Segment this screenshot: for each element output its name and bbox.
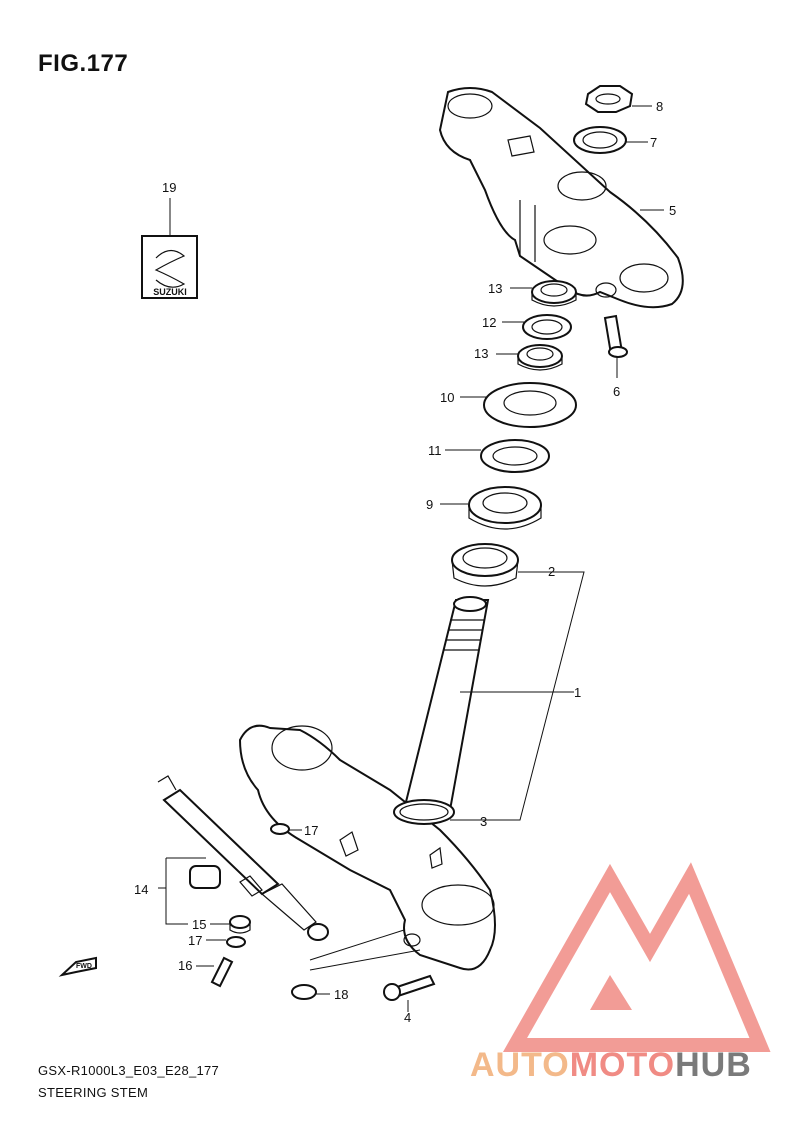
part-label-19: 19 [162,180,176,195]
part-label-13-upper: 13 [488,281,502,296]
pinch-bolt [603,314,628,358]
forward-arrow: FWD [58,956,97,977]
upper-bracket [438,87,684,309]
bracket-washer-17 [270,823,290,835]
lower-bracket [238,724,496,971]
part-label-18: 18 [334,987,348,1002]
emblem-text: SUZUKI [153,287,187,297]
dust-seal [483,382,577,428]
part-label-1: 1 [574,685,581,700]
part-label-14: 14 [134,882,148,897]
part-label-12: 12 [482,315,496,330]
part-label-8: 8 [656,99,663,114]
bearing [451,543,519,587]
part-label-9: 9 [426,497,433,512]
part-label-3: 3 [480,814,487,829]
part-label-11: 11 [428,443,442,458]
part-label-5: 5 [669,203,676,218]
part-label-15: 15 [192,917,206,932]
part-label-6: 6 [613,384,620,399]
damper-washer [226,936,246,948]
lock-washer [522,314,572,340]
forward-arrow-text: FWD [76,963,92,970]
part-label-17-lower: 17 [188,933,202,948]
part-label-7: 7 [650,135,657,150]
part-label-4: 4 [404,1010,411,1025]
lock-nut-lower [517,344,563,371]
nut-18 [291,984,317,1000]
watermark-text-moto: MOTO [569,1046,676,1084]
part-label-16: 16 [178,958,192,973]
part-labels: 1 2 3 4 5 6 7 8 9 10 11 12 13 13 14 15 1… [134,99,676,1025]
watermark-text-hub: HUB [675,1046,752,1084]
part-label-13-lower: 13 [474,346,488,361]
lock-nut-upper [531,280,577,307]
watermark-logo [502,862,771,1052]
part-label-2: 2 [548,564,555,579]
part-label-10: 10 [440,390,454,405]
damper-bolt [210,956,234,988]
suzuki-emblem: SUZUKI [141,235,198,299]
leader-lines [158,105,664,1012]
steering-stem [393,596,490,825]
watermark-text-auto: AUTO [470,1046,570,1084]
steering-damper [157,775,329,941]
seal-washer [480,439,550,473]
stem-washer [573,126,627,154]
damper-collar [229,915,251,934]
watermark-text: AUTOMOTOHUB [470,1046,752,1085]
diagram-caption: STEERING STEM [38,1085,149,1100]
stem-nut [584,85,634,113]
bracket-bolt-4 [383,974,436,1001]
diagram-code: GSX-R1000L3_E03_E28_177 [38,1063,220,1078]
figure-title: FIG.177 [38,50,129,77]
upper-race [468,486,542,530]
part-label-17-upper: 17 [304,823,318,838]
